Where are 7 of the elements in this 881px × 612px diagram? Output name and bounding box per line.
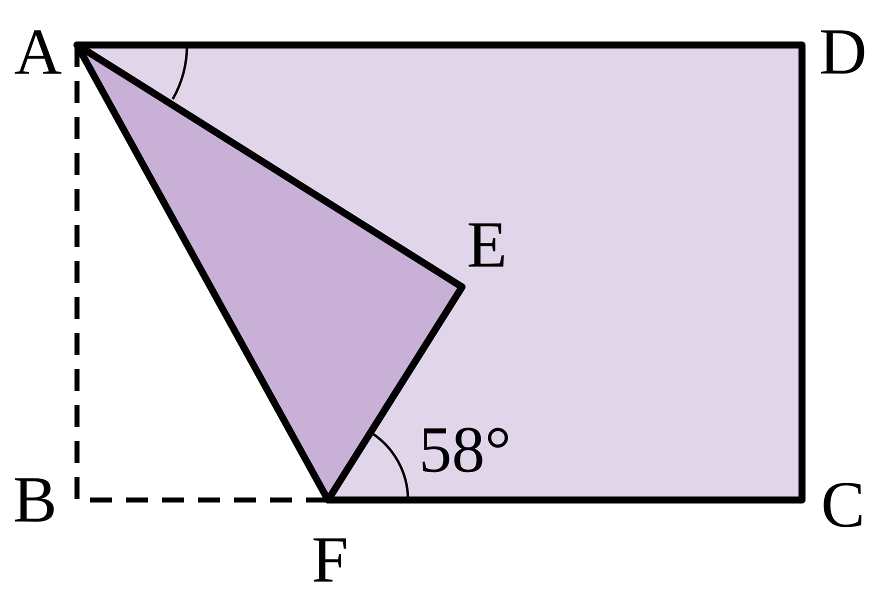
point-label: A — [14, 30, 62, 74]
angle-label: 58° — [422, 428, 508, 472]
point-label: B — [14, 478, 54, 522]
point-label: D — [821, 30, 864, 74]
point-label: F — [314, 538, 346, 582]
point-label: C — [824, 482, 862, 528]
point-label: E — [468, 223, 504, 267]
